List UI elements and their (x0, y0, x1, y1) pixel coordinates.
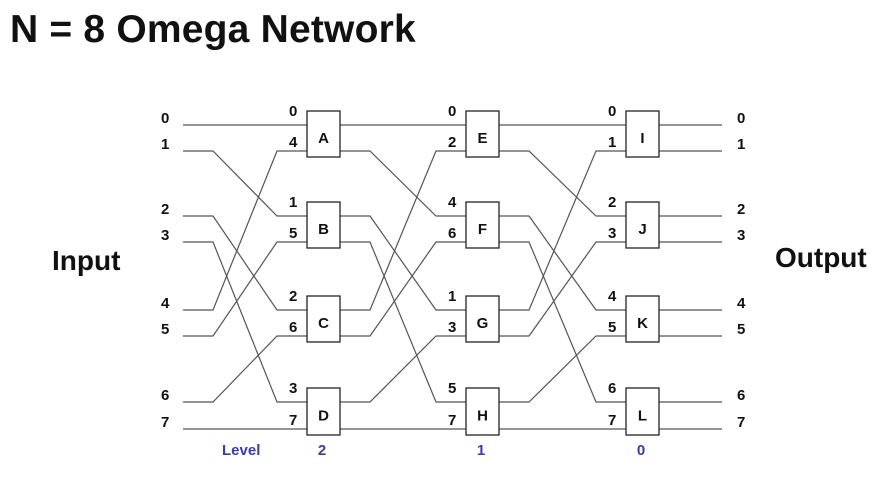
switch-d (306, 387, 341, 436)
switch-i (625, 110, 660, 158)
port-label-c-0: 2 (289, 288, 297, 305)
input-number-4: 4 (161, 295, 170, 312)
switch-label-a: A (318, 130, 329, 147)
output-label: Output (775, 242, 867, 273)
interconnect-wires (183, 124, 722, 430)
switch-label-j: J (638, 221, 646, 238)
stage1-shuffle-wire-2 (340, 215, 466, 311)
switch-label-b: B (318, 221, 329, 238)
output-number-6: 6 (737, 387, 745, 404)
port-label-f-1: 6 (448, 225, 456, 242)
switch-label-c: C (318, 315, 329, 332)
switch-label-h: H (477, 408, 488, 425)
port-label-j-0: 2 (608, 194, 616, 211)
stage2-shuffle-wire-4 (499, 150, 626, 311)
input-shuffle-wire-5 (183, 241, 307, 337)
input-number-2: 2 (161, 201, 169, 218)
port-label-k-1: 5 (608, 319, 616, 336)
input-shuffle-wire-6 (183, 335, 307, 403)
port-label-d-0: 3 (289, 380, 297, 397)
input-number-0: 0 (161, 110, 169, 127)
switch-label-d: D (318, 408, 329, 425)
stage1-shuffle-wire-3 (340, 241, 466, 403)
switch-boxes (306, 110, 660, 436)
output-number-7: 7 (737, 414, 745, 431)
stage1-shuffle-wire-4 (340, 150, 466, 311)
input-number-6: 6 (161, 387, 169, 404)
switch-l (625, 387, 660, 436)
switch-a (306, 110, 341, 158)
switch-j (625, 201, 660, 249)
switch-f (465, 201, 500, 249)
port-label-i-1: 1 (608, 134, 616, 151)
input-number-7: 7 (161, 414, 169, 431)
input-label: Input (52, 245, 120, 276)
port-label-l-0: 6 (608, 380, 616, 397)
stage1-shuffle-wire-5 (340, 241, 466, 337)
switch-b (306, 201, 341, 249)
stage-level-0: 2 (318, 442, 326, 459)
port-label-f-0: 4 (448, 194, 457, 211)
stage2-shuffle-wire-5 (499, 241, 626, 337)
port-label-e-1: 2 (448, 134, 456, 151)
switch-label-k: K (637, 315, 648, 332)
input-number-1: 1 (161, 136, 169, 153)
stage2-shuffle-wire-6 (499, 335, 626, 403)
port-label-i-0: 0 (608, 103, 616, 120)
port-label-a-1: 4 (289, 134, 298, 151)
port-label-j-1: 3 (608, 225, 616, 242)
port-label-l-1: 7 (608, 412, 616, 429)
switch-label-l: L (638, 408, 647, 425)
switch-h (465, 387, 500, 436)
input-number-3: 3 (161, 227, 169, 244)
port-labels: 0123456701234567A04B15C26D372E02F46G13H5… (161, 103, 746, 459)
level-word: Level (222, 442, 260, 459)
port-label-g-0: 1 (448, 288, 456, 305)
port-label-b-1: 5 (289, 225, 297, 242)
switch-g (465, 295, 500, 343)
output-number-0: 0 (737, 110, 745, 127)
output-number-5: 5 (737, 321, 745, 338)
output-number-2: 2 (737, 201, 745, 218)
port-label-a-0: 0 (289, 103, 297, 120)
stage2-shuffle-wire-3 (499, 241, 626, 403)
input-shuffle-wire-1 (183, 150, 307, 217)
output-number-3: 3 (737, 227, 745, 244)
switch-label-g: G (477, 315, 489, 332)
port-label-h-1: 7 (448, 412, 456, 429)
stage1-shuffle-wire-6 (340, 335, 466, 403)
port-label-h-0: 5 (448, 380, 456, 397)
stage2-shuffle-wire-1 (499, 150, 626, 217)
port-label-g-1: 3 (448, 319, 456, 336)
stage1-shuffle-wire-1 (340, 150, 466, 217)
stage2-shuffle-wire-2 (499, 215, 626, 311)
input-number-5: 5 (161, 321, 169, 338)
switch-k (625, 295, 660, 343)
switch-c (306, 295, 341, 343)
port-label-k-0: 4 (608, 288, 617, 305)
input-shuffle-wire-3 (183, 241, 307, 403)
port-label-b-0: 1 (289, 194, 297, 211)
port-label-c-1: 6 (289, 319, 297, 336)
stage-level-1: 1 (477, 442, 485, 459)
page-title: N = 8 Omega Network (10, 8, 416, 51)
port-label-e-0: 0 (448, 103, 456, 120)
switch-label-i: I (640, 130, 644, 147)
input-shuffle-wire-2 (183, 215, 307, 311)
input-shuffle-wire-4 (183, 150, 307, 311)
switch-label-f: F (478, 221, 487, 238)
switch-e (465, 110, 500, 158)
port-label-d-1: 7 (289, 412, 297, 429)
switch-label-e: E (477, 130, 487, 147)
output-number-4: 4 (737, 295, 746, 312)
stage-level-2: 0 (637, 442, 645, 459)
output-number-1: 1 (737, 136, 745, 153)
